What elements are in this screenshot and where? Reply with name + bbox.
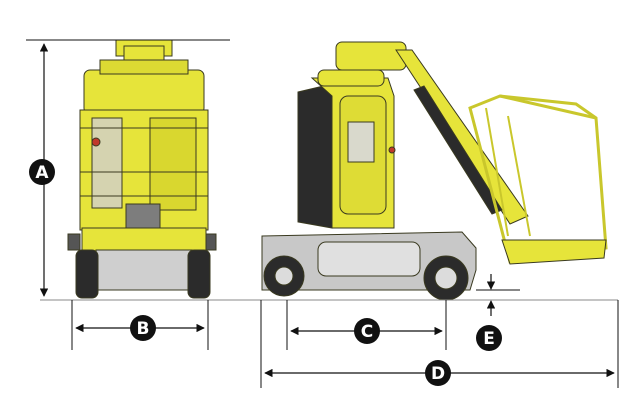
- front-view-machine: [67, 39, 217, 299]
- dimension-b-badge: [130, 315, 156, 341]
- dimension-e-badge: [476, 325, 502, 351]
- side-view-machine: [261, 41, 608, 301]
- dimension-d-label: D: [431, 364, 445, 384]
- dimension-d: D: [260, 300, 619, 388]
- dimension-e: E: [476, 274, 502, 351]
- dimension-d-badge: [425, 360, 451, 386]
- dimension-c: C: [286, 300, 447, 350]
- dimension-b-label: B: [137, 319, 150, 339]
- dimension-e-label: E: [483, 329, 495, 349]
- dimension-a: A: [26, 39, 230, 297]
- dimension-c-badge: [354, 318, 380, 344]
- dimension-c-label: C: [361, 322, 373, 342]
- dimension-a-badge: [29, 159, 55, 185]
- dimension-a-label: A: [35, 163, 49, 183]
- dimension-b: B: [71, 300, 209, 350]
